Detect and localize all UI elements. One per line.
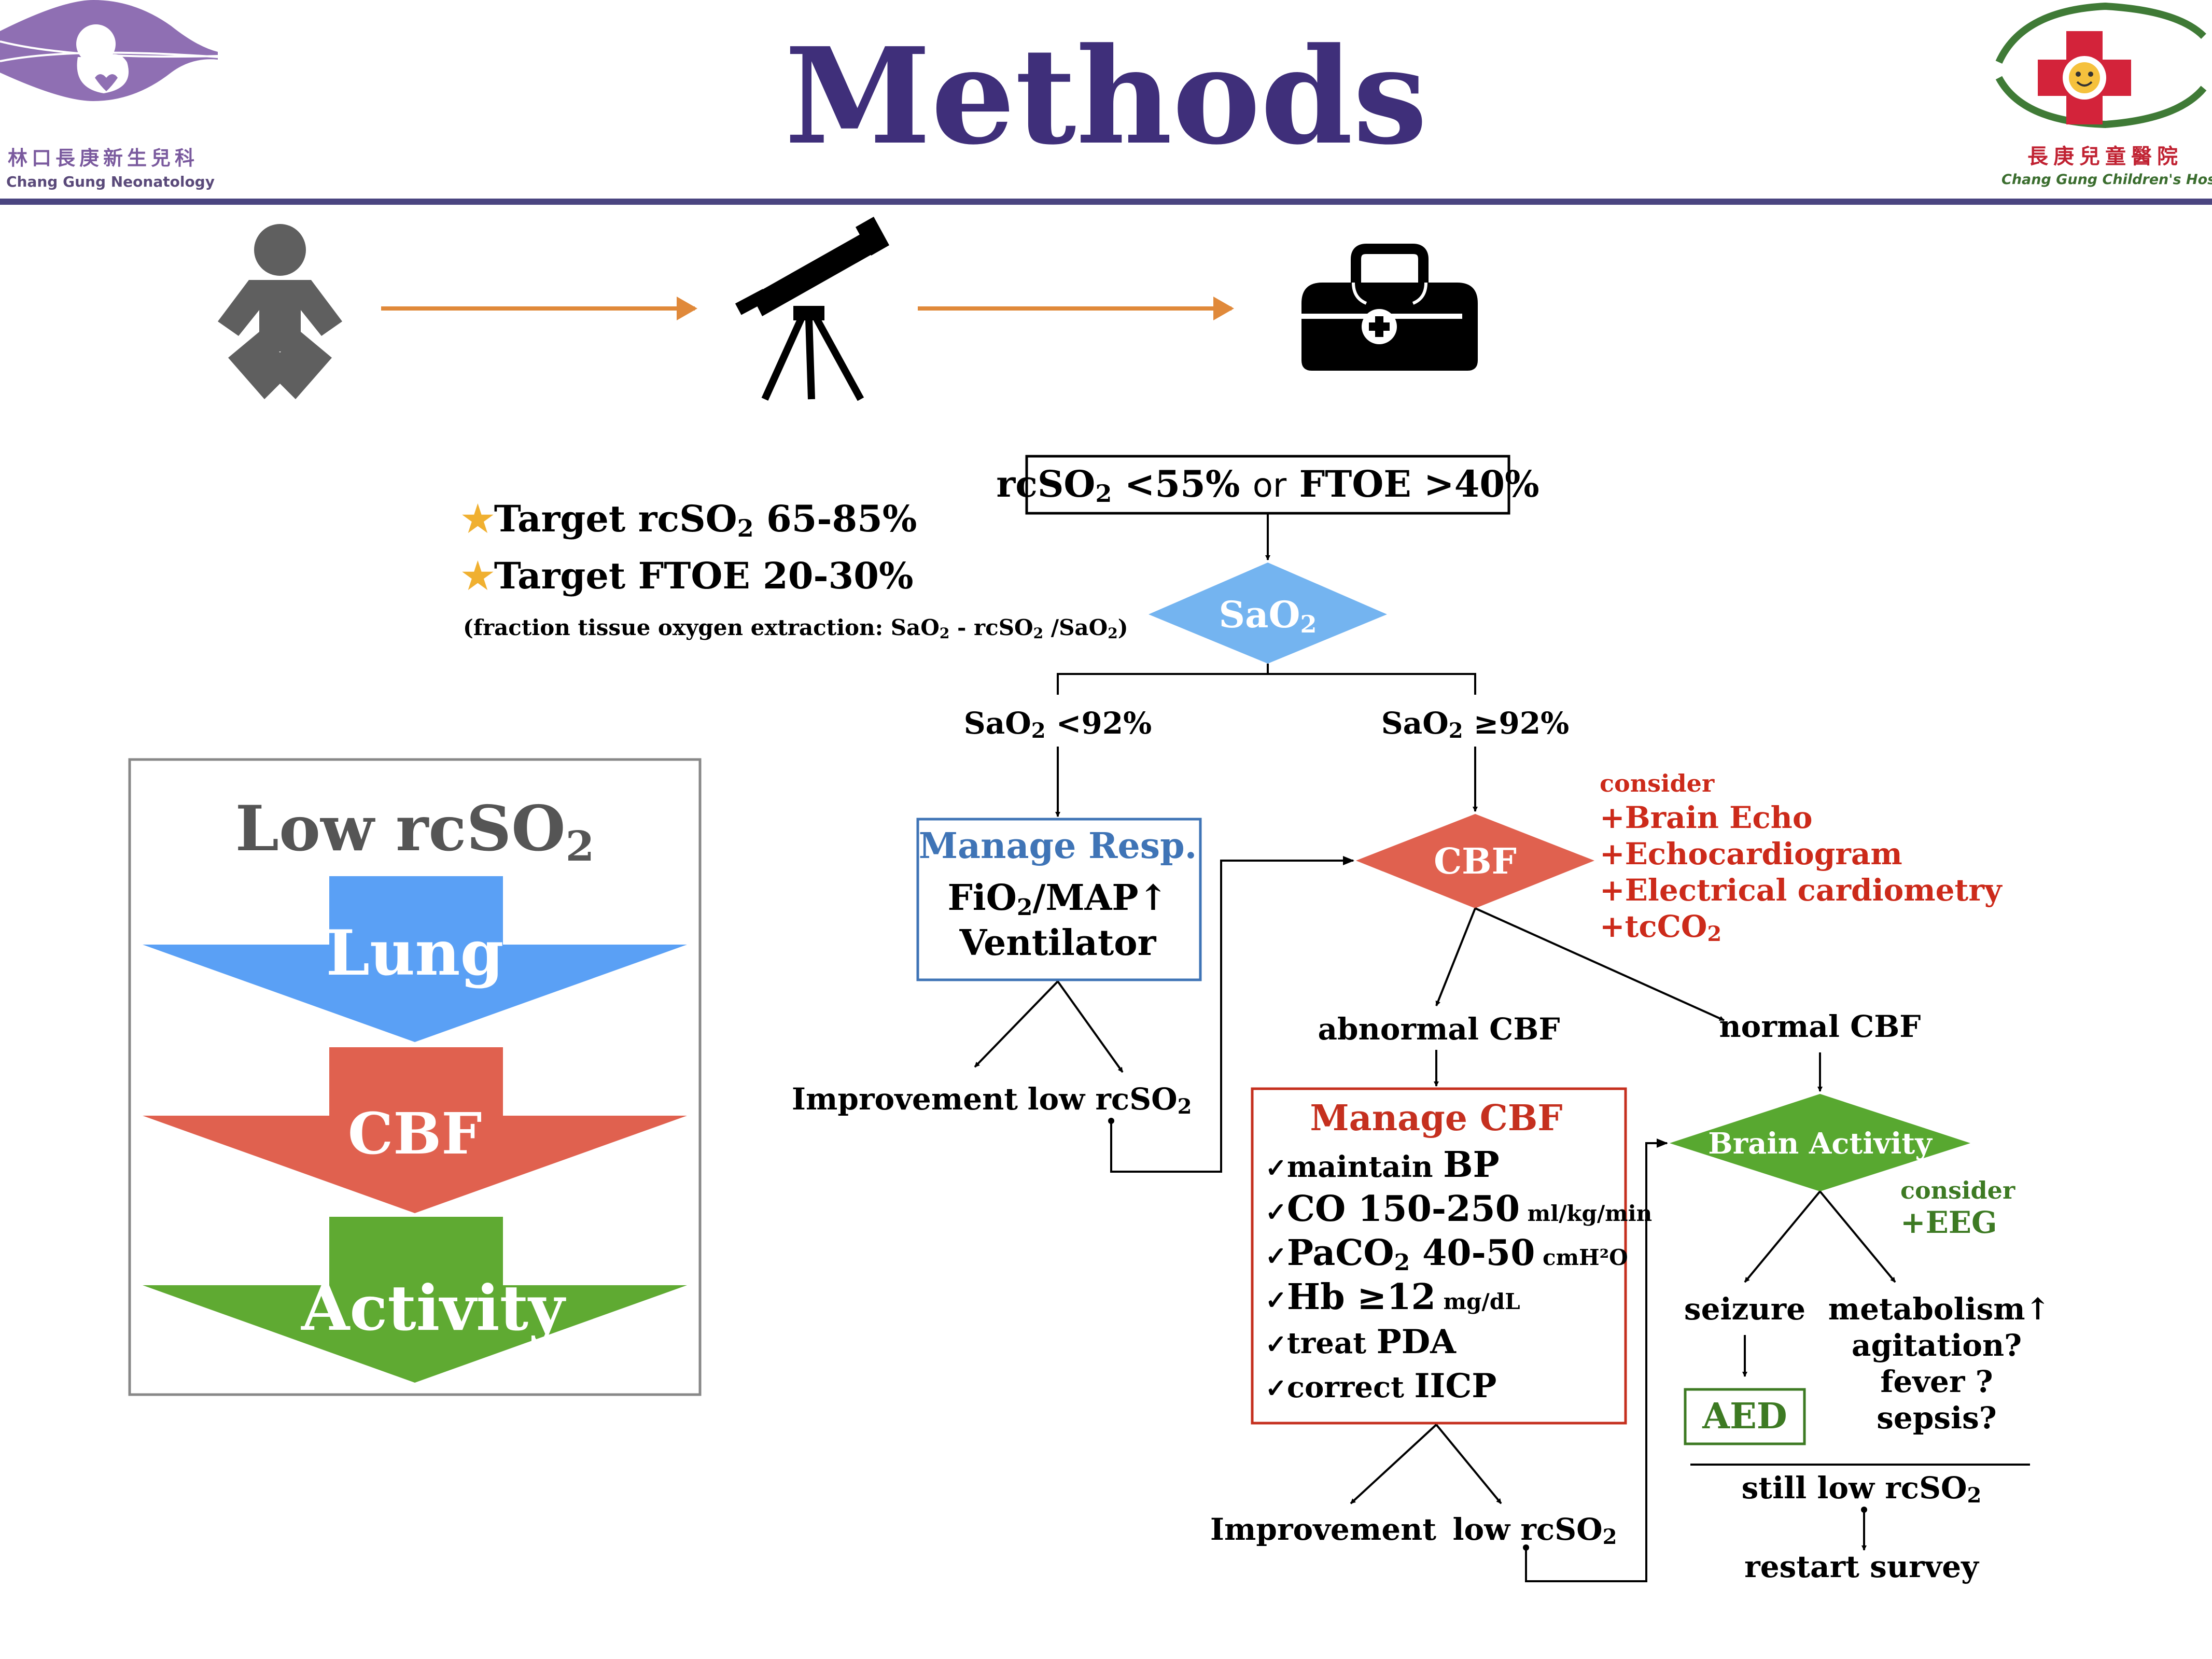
brain-activity-decision (1670, 1094, 1970, 1191)
start-criteria-text: rcSO2 <55% or FTOE >40% (996, 462, 1539, 508)
consider-brain-echo: +Brain Echo (1600, 800, 1813, 835)
aed-box (1684, 1388, 1806, 1445)
cbf-item-iicp: ✓correct IICP (1265, 1367, 1496, 1405)
cbf-arrow (143, 1047, 687, 1213)
connector-resp-improve (974, 980, 1059, 1068)
fetus-logo-icon (0, 0, 218, 101)
right-logo: 長庚兒童醫院 Chang Gung Children's Hospital (1995, 2, 2212, 188)
header-divider (0, 199, 2212, 205)
still-low-rcso2: still low rcSO2 (1742, 1470, 1982, 1508)
connector-brain-seizure (1744, 1190, 1821, 1283)
cbf-item-pda: ✓treat PDA (1265, 1323, 1457, 1361)
process-arrow-2-head (1213, 297, 1234, 320)
manage-resp-line1: FiO2/MAP↑ (948, 877, 1168, 921)
connector-cbf-normal (1475, 907, 1725, 1021)
left-panel-title: Low rcSO2 (235, 792, 595, 870)
activity-arrow (143, 1217, 687, 1383)
sao2-decision-label: SaO2 (1219, 593, 1317, 638)
target-rcso2: ★Target rcSO2 65-85% (461, 497, 917, 542)
aed-label: AED (1702, 1396, 1787, 1437)
connector-cbf-abnormal (1435, 908, 1476, 1006)
connector-resp-low (1057, 980, 1124, 1073)
resp-low-rcso2: low rcSO2 (1028, 1081, 1192, 1119)
page-title: Methods (785, 19, 1427, 174)
consider-electrical-cardiometry: +Electrical cardiometry (1600, 873, 2003, 908)
resp-improvement: Improvement (792, 1081, 1018, 1117)
seizure-label: seizure (1684, 1291, 1805, 1327)
metabolism-line2: agitation? (1852, 1328, 2022, 1363)
consider-eeg-item: +EEG (1900, 1205, 1997, 1240)
connector-resp-loop (1108, 856, 1354, 1173)
left-logo: 林口長庚新生兒科 Chang Gung Neonatology (0, 0, 218, 190)
connector-sao2-high (1268, 673, 1476, 695)
connector-cbf-improve (1350, 1424, 1437, 1505)
brain-activity-label: Brain Activity (1708, 1127, 1933, 1161)
abnormal-cbf-label: abnormal CBF (1318, 1011, 1560, 1047)
consider-cbf-label: consider (1600, 769, 1715, 797)
cbf-item-bp: ✓maintain BP (1265, 1144, 1500, 1186)
cbf-low-rcso2: low rcSO2 (1453, 1512, 1617, 1549)
sao2-decision (1149, 563, 1387, 664)
process-arrow-1-head (677, 297, 697, 320)
medical-bag-icon (1299, 244, 1478, 371)
right-logo-cn: 長庚兒童醫院 (2027, 144, 2183, 168)
metabolism-line4: sepsis? (1877, 1400, 1996, 1436)
cbf-arrow-label: CBF (348, 1100, 482, 1167)
connector-brain-metabolism (1819, 1190, 1896, 1283)
telescope-icon (735, 217, 889, 401)
manage-resp-title: Manage Resp. (919, 825, 1197, 867)
start-criteria-box (1025, 455, 1510, 515)
consider-eeg-label: consider (1900, 1176, 2015, 1204)
left-logo-cn: 林口長庚新生兒科 (8, 146, 199, 170)
cbf-item-hb: ✓Hb ≥12 mg/dL (1265, 1276, 1520, 1318)
children-hospital-cross-icon (1995, 2, 2207, 129)
star-icon: ★ (461, 554, 494, 597)
cbf-decision (1356, 814, 1594, 908)
branch-low-sao2: SaO2 <92% (964, 706, 1152, 743)
consider-echocardiogram: +Echocardiogram (1600, 836, 1902, 871)
metabolism-line3: fever ? (1880, 1364, 1993, 1399)
normal-cbf-label: normal CBF (1719, 1009, 1921, 1044)
restart-survey: restart survey (1744, 1549, 1980, 1584)
manage-cbf-title: Manage CBF (1310, 1098, 1562, 1139)
activity-arrow-label: Activity (301, 1272, 566, 1345)
branch-high-sao2: SaO2 ≥92% (1381, 706, 1569, 743)
target-ftoe: ★Target FTOE 20-30% (461, 554, 913, 597)
star-icon: ★ (461, 497, 494, 540)
connector-sao2-branches (1057, 664, 1269, 695)
right-logo-en: Chang Gung Children's Hospital (2001, 172, 2212, 188)
metabolism-line1: metabolism↑ (1828, 1291, 2051, 1327)
ftoe-definition-note: (fraction tissue oxygen extraction: SaO2… (463, 615, 1128, 642)
connector-cbf-low (1435, 1424, 1502, 1505)
connector-cbf-loop (1523, 1138, 1668, 1582)
lung-arrow (143, 876, 687, 1042)
left-logo-en: Chang Gung Neonatology (6, 173, 215, 190)
cbf-decision-label: CBF (1434, 841, 1517, 882)
lung-arrow-label: Lung (326, 917, 504, 990)
manage-resp-line2: Ventilator (959, 922, 1157, 964)
cbf-improvement: Improvement (1210, 1512, 1436, 1547)
consider-tcco2: +tcCO2 (1600, 909, 1721, 946)
baby-icon (218, 224, 342, 399)
